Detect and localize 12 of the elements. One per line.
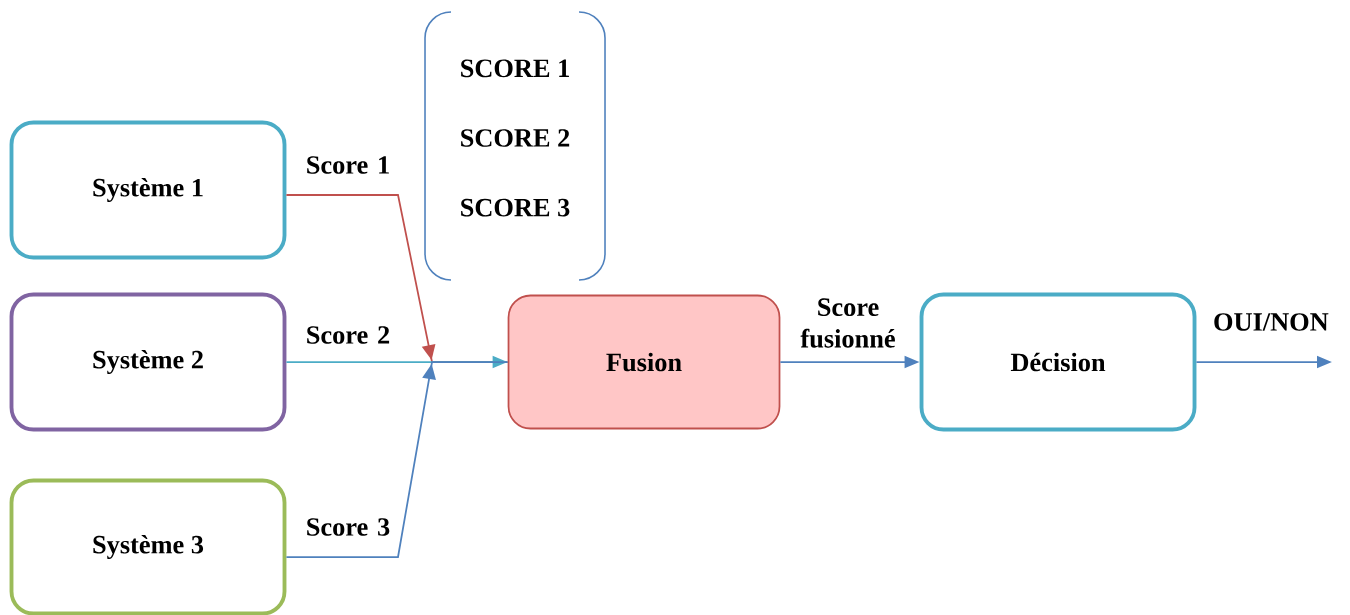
system-box: Système 1: [9, 120, 287, 260]
edge-label: Score 1: [307, 156, 389, 174]
bracket-box: SCORE 1 SCORE 2 SCORE 3: [424, 11, 606, 281]
fusion-box: Fusion: [507, 294, 781, 430]
edge-label: OUI/NON: [1214, 313, 1329, 331]
system-box: Système 2: [9, 292, 287, 432]
decision-box: Décision: [919, 292, 1197, 432]
edge-label: Score 3: [307, 518, 390, 536]
arrow: [285, 361, 509, 558]
edge-label: Score 2: [307, 326, 390, 344]
edge-label: Score fusionné: [800, 298, 895, 348]
system-box: Système 3: [9, 478, 287, 615]
